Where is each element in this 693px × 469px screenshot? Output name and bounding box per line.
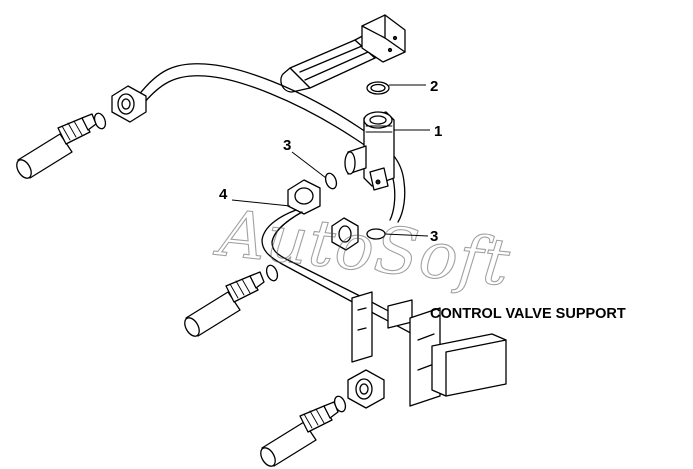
callout-1: 1 [434, 123, 442, 140]
tee-fitting [344, 111, 395, 191]
o-ring-3-left [324, 172, 338, 190]
actuator-cylinder [280, 14, 406, 93]
rigid-tube-top [137, 63, 406, 223]
caption-control-valve-support: CONTROL VALVE SUPPORT [430, 306, 626, 322]
leader-3a [291, 151, 327, 179]
callout-2: 2 [430, 78, 438, 95]
control-valve-support [351, 291, 507, 407]
callout-4: 4 [219, 186, 228, 203]
callout-3-left: 3 [283, 137, 291, 154]
middle-nut [331, 217, 359, 251]
elbow-tube-4 [261, 179, 425, 339]
middle-o-ring [265, 264, 279, 282]
top-left-hose-fitting [16, 113, 97, 179]
top-left-nut [111, 85, 147, 123]
bottom-hose-fitting [260, 401, 339, 467]
bottom-nut [347, 369, 385, 409]
o-ring-2 [366, 81, 390, 95]
callout-3-bottom: 3 [430, 228, 438, 245]
leader-4 [231, 199, 291, 207]
leader-3b [384, 233, 429, 237]
middle-hose-fitting [184, 271, 265, 337]
